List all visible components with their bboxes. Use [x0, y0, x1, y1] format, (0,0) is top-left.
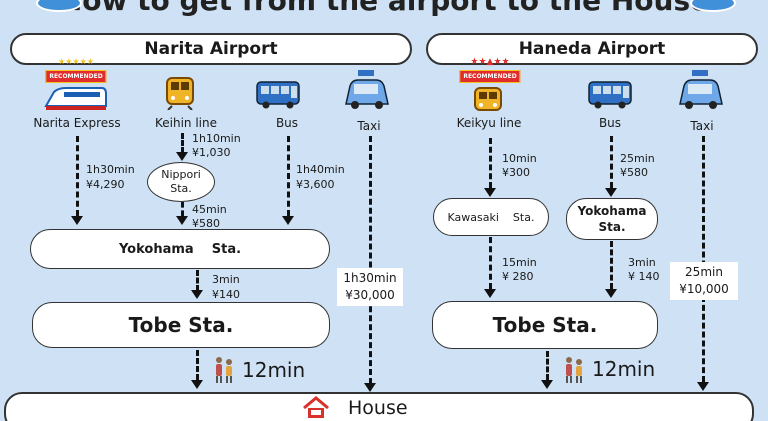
route-line — [369, 136, 372, 384]
nippori-station: Nippori Sta. — [147, 162, 215, 202]
taxi-info: 25min ¥10,000 — [670, 262, 738, 300]
route-line — [196, 350, 199, 380]
mode-keihin-line: Keihin line — [154, 116, 218, 130]
house-destination: House — [4, 392, 754, 421]
time-label: 3min — [628, 256, 656, 269]
time-label: 25min — [685, 265, 723, 279]
yokohama-station: Yokohama Sta. — [566, 198, 658, 240]
fare-label: ¥140 — [212, 288, 240, 301]
walk-time: 12min — [592, 357, 656, 381]
route-line — [181, 202, 184, 216]
taxi-icon — [679, 70, 723, 109]
arrow-down-icon — [484, 289, 496, 298]
route-line — [181, 133, 184, 153]
arrow-down-icon — [484, 188, 496, 197]
thumbs-up-icon: ★★▲★★ — [470, 57, 510, 67]
time-label: 1h10min — [192, 132, 241, 145]
haneda-airport-header: Haneda Airport — [426, 33, 758, 65]
route-line — [489, 237, 492, 289]
walking-people-icon — [216, 357, 232, 383]
route-line — [610, 136, 613, 188]
time-label: 1h30min — [343, 271, 397, 285]
train-icon — [166, 77, 194, 110]
arrow-down-icon — [191, 290, 203, 299]
mode-bus: Bus — [598, 116, 622, 130]
arrow-down-icon — [191, 380, 203, 389]
time-label: 15min — [502, 256, 537, 269]
arrow-down-icon — [697, 382, 709, 391]
yokohama-station: Yokohama Sta. — [30, 229, 330, 269]
taxi-icon — [345, 70, 389, 109]
fare-label: ¥3,600 — [296, 178, 335, 191]
time-label: 1h30min — [86, 163, 135, 176]
arrow-down-icon — [71, 216, 83, 225]
star-icon: ★★★★★ — [58, 57, 94, 66]
narita-airport-header: Narita Airport — [10, 33, 412, 65]
time-label: 45min — [192, 203, 227, 216]
route-line — [287, 136, 290, 216]
mode-narita-express: Narita Express — [33, 116, 121, 130]
route-line — [76, 136, 79, 216]
kawasaki-station: Kawasaki Sta. — [433, 198, 549, 236]
fare-label: ¥30,000 — [345, 288, 395, 302]
arrow-down-icon — [176, 152, 188, 161]
arrow-down-icon — [282, 216, 294, 225]
arrow-down-icon — [541, 380, 553, 389]
route-line — [196, 270, 199, 291]
fare-label: ¥4,290 — [86, 178, 125, 191]
walk-time: 12min — [242, 358, 306, 382]
bus-icon — [256, 81, 300, 109]
route-line — [610, 241, 613, 289]
route-line — [546, 351, 549, 380]
mode-taxi: Taxi — [690, 119, 714, 133]
bus-icon — [588, 81, 632, 109]
fare-label: ¥ 280 — [502, 270, 534, 283]
time-label: 1h40min — [296, 163, 345, 176]
route-line — [702, 136, 705, 382]
train-icon — [44, 87, 107, 110]
tobe-station: Tobe Sta. — [432, 301, 658, 349]
taxi-info: 1h30min ¥30,000 — [337, 268, 403, 306]
page-title: How to get from the airport to the House — [58, 0, 710, 17]
time-label: 3min — [212, 273, 240, 286]
recommended-label: RECOMMENDED — [459, 70, 521, 83]
arrow-down-icon — [605, 188, 617, 197]
time-label: 10min — [502, 152, 537, 165]
mode-keikyu-line: Keikyu line — [456, 116, 522, 130]
fare-label: ¥300 — [502, 166, 530, 179]
time-label: 25min — [620, 152, 655, 165]
fare-label: ¥ 140 — [628, 270, 660, 283]
route-line — [489, 138, 492, 188]
fare-label: ¥580 — [620, 166, 648, 179]
house-icon — [303, 396, 329, 418]
fare-label: ¥1,030 — [192, 146, 231, 159]
mode-taxi: Taxi — [357, 119, 381, 133]
fare-label: ¥10,000 — [679, 282, 729, 296]
house-label: House — [348, 397, 408, 419]
mode-bus: Bus — [275, 116, 299, 130]
tobe-station: Tobe Sta. — [32, 302, 330, 348]
arrow-down-icon — [176, 216, 188, 225]
recommended-badge: ★★★★★ — [58, 58, 94, 66]
arrow-down-icon — [364, 383, 376, 392]
fare-label: ¥580 — [192, 217, 220, 230]
recommended-label: RECOMMENDED — [45, 70, 107, 83]
arrow-down-icon — [605, 289, 617, 298]
train-icon — [474, 87, 502, 111]
walking-people-icon — [566, 357, 582, 383]
